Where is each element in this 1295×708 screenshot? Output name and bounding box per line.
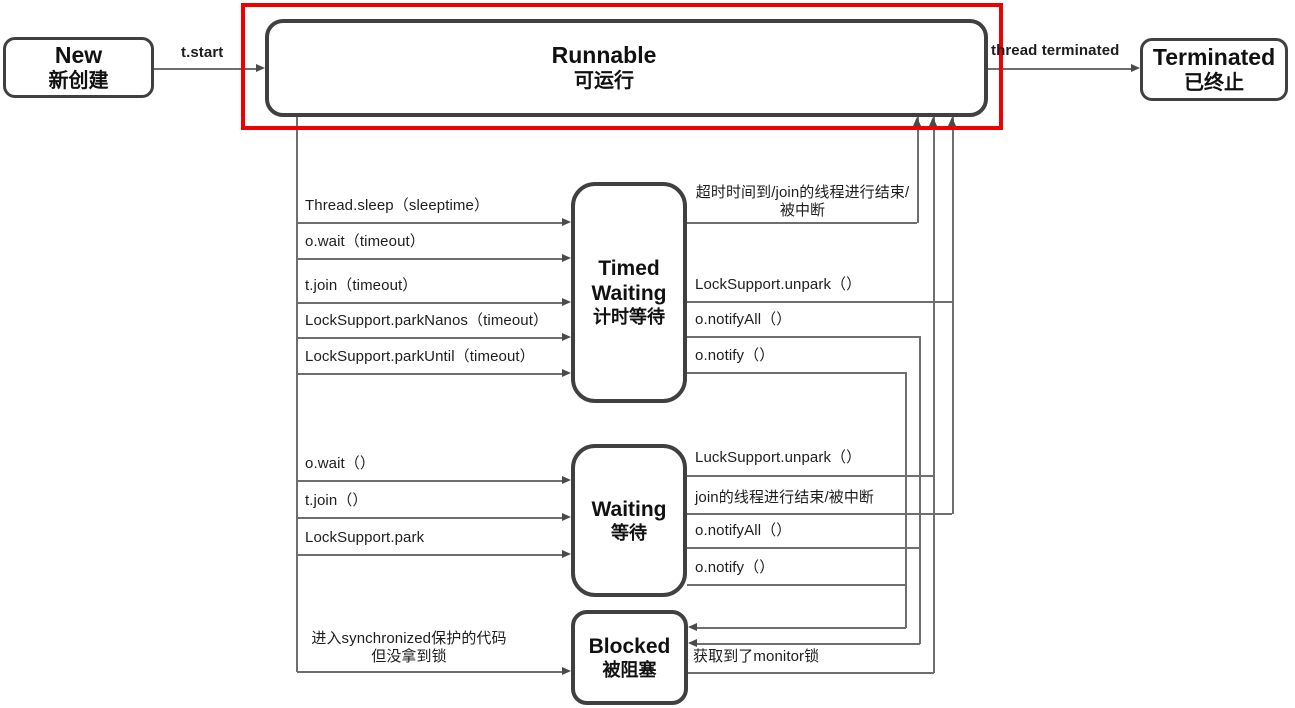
rail-unpark-join-arrowhead (948, 117, 956, 126)
edge-owait-line (297, 480, 562, 482)
edge-new-to-runnable-arrowhead (256, 64, 265, 72)
state-new-label-en: New (54, 41, 103, 68)
state-blocked-label-en: Blocked (588, 634, 671, 658)
edge-label-parkuntil: LockSupport.parkUntil（timeout） (305, 348, 535, 365)
edge-w-join-end-line (687, 513, 952, 515)
state-waiting-label-zh: 等待 (611, 522, 647, 543)
edge-lspark-arrowhead (562, 550, 571, 558)
state-blocked-label-zh: 被阻塞 (602, 659, 657, 680)
edge-tw-unpark-line (687, 301, 952, 303)
state-timed-waiting: Timed Waiting 计时等待 (571, 182, 687, 403)
edge-new-to-runnable-line (154, 68, 257, 70)
state-blocked: Blocked 被阻塞 (571, 610, 688, 705)
edge-tjoin-arrowhead (562, 513, 571, 521)
edge-sleep-line (297, 222, 562, 224)
rail-monitor-arrowhead (929, 117, 937, 126)
edge-label-tw-notifyall: o.notifyAll（） (695, 311, 792, 328)
edge-notifyall-into-blocked-line (692, 643, 920, 645)
edge-label-tw-unpark: LockSupport.unpark（） (695, 276, 862, 293)
edge-label-tjoin: t.join（） (305, 492, 368, 509)
edge-runnable-to-terminated-line (988, 68, 1133, 70)
state-timed-waiting-label-en1: Timed (598, 257, 660, 280)
rail-to-runnable-unpark-join (952, 117, 954, 514)
edge-timeout-end-line (687, 222, 917, 224)
state-terminated: Terminated 已终止 (1140, 38, 1288, 101)
edge-notify-into-blocked-line (692, 627, 906, 629)
edge-sleep-arrowhead (562, 218, 571, 226)
edge-tjoin-timeout-line (297, 302, 562, 304)
edge-notify-into-blocked-arrowhead (688, 623, 697, 631)
edge-label-tjoin-timeout: t.join（timeout） (305, 277, 418, 294)
edge-runnable-to-terminated-arrowhead (1131, 64, 1140, 72)
rail-notifyall-to-blocked (919, 336, 921, 644)
edge-label-owait: o.wait（） (305, 455, 375, 472)
edge-label-w-join-end: join的线程进行结束/被中断 (695, 489, 875, 506)
edge-label-thread-terminated: thread terminated (991, 42, 1120, 59)
rail-notify-to-blocked (905, 372, 907, 628)
edge-label-w-notify: o.notify（） (695, 559, 775, 576)
edge-timeout-end-rail (917, 117, 919, 223)
edge-monitor-line (688, 672, 934, 674)
edge-label-enter-sync-line2: 但没拿到锁 (371, 648, 447, 665)
edge-owait-timeout-arrowhead (562, 254, 571, 262)
state-waiting: Waiting 等待 (571, 444, 687, 597)
state-timed-waiting-label-zh: 计时等待 (593, 307, 665, 327)
edge-enter-sync-arrowhead (562, 667, 571, 675)
state-new-label-zh: 新创建 (48, 69, 109, 92)
state-runnable-label-zh: 可运行 (574, 70, 634, 92)
edge-label-w-unpark: LuckSupport.unpark（） (695, 449, 862, 466)
edge-tw-notify-line (687, 372, 905, 374)
edge-notifyall-into-blocked-arrowhead (688, 639, 697, 647)
edge-parkuntil-line (297, 373, 562, 375)
edge-tjoin-line (297, 517, 562, 519)
edge-owait-arrowhead (562, 476, 571, 484)
edge-label-enter-sync-line1: 进入synchronized保护的代码 (311, 630, 507, 647)
state-timed-waiting-label-en2: Waiting (591, 282, 667, 305)
edge-tw-notifyall-line (687, 336, 919, 338)
edge-label-owait-timeout: o.wait（timeout） (305, 233, 425, 250)
runnable-exit-left-rail (296, 113, 298, 672)
state-terminated-label-en: Terminated (1152, 43, 1276, 70)
rail-to-runnable-monitor-unpark (933, 117, 935, 673)
edge-timeout-end-arrowhead (913, 117, 921, 126)
edge-label-timeout-end-line1: 超时时间到/join的线程进行结束/ (695, 184, 910, 201)
edge-lspark-line (297, 554, 562, 556)
edge-label-tw-notify: o.notify（） (695, 347, 775, 364)
edge-tjoin-timeout-arrowhead (562, 298, 571, 306)
edge-w-notify-line (687, 584, 905, 586)
edge-label-parknanos: LockSupport.parkNanos（timeout） (305, 312, 549, 329)
edge-label-enter-sync: 进入synchronized保护的代码 但没拿到锁 (298, 630, 520, 666)
state-waiting-label-en: Waiting (591, 497, 667, 521)
state-new: New 新创建 (3, 37, 154, 98)
edge-label-monitor: 获取到了monitor锁 (693, 648, 820, 665)
edge-w-unpark-line (687, 475, 933, 477)
edge-label-timeout-end: 超时时间到/join的线程进行结束/ 被中断 (688, 184, 917, 220)
edge-parknanos-arrowhead (562, 333, 571, 341)
edge-owait-timeout-line (297, 258, 562, 260)
edge-label-timeout-end-line2: 被中断 (779, 202, 826, 219)
edge-parknanos-line (297, 337, 562, 339)
edge-label-lspark: LockSupport.park (305, 529, 425, 546)
edge-parkuntil-arrowhead (562, 369, 571, 377)
edge-enter-sync-line (297, 671, 562, 673)
state-terminated-label-zh: 已终止 (1184, 71, 1244, 94)
state-runnable-label-en: Runnable (551, 42, 657, 68)
edge-label-w-notifyall: o.notifyAll（） (695, 522, 792, 539)
edge-label-t-start: t.start (181, 44, 224, 61)
edge-w-notifyall-line (687, 547, 919, 549)
edge-label-thread-sleep: Thread.sleep（sleeptime） (305, 197, 490, 214)
state-runnable: Runnable 可运行 (265, 19, 988, 117)
